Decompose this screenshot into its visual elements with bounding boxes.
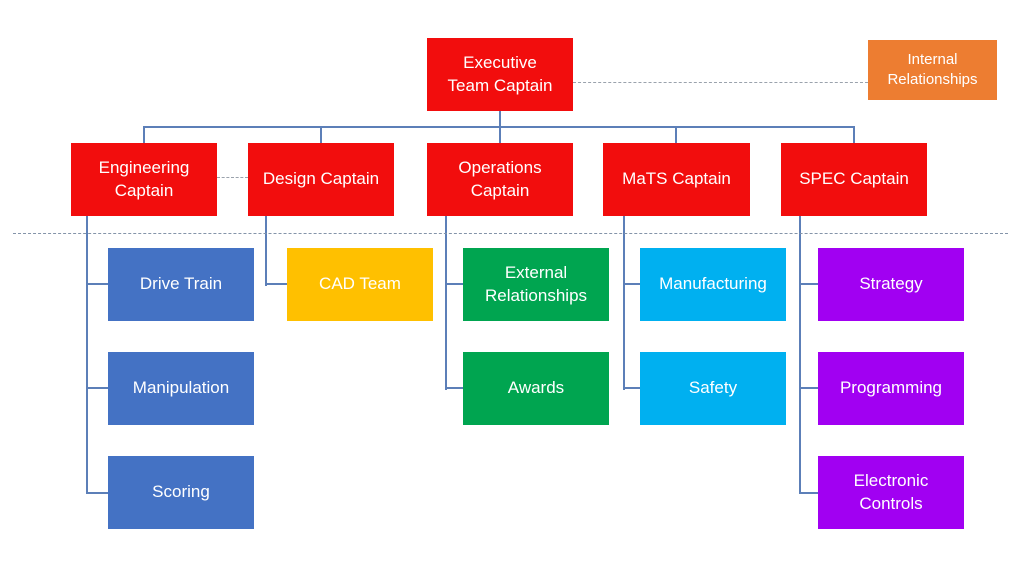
connector-root-drop: [499, 111, 501, 127]
node-manufacturing: Manufacturing: [640, 248, 786, 321]
dashed-divider-line: [13, 233, 1008, 234]
connector-drop-mats: [675, 126, 677, 143]
connector-stub-awards: [445, 387, 463, 389]
connector-drop-operations: [499, 126, 501, 143]
node-mats-captain: MaTS Captain: [603, 143, 750, 216]
connector-stub-electronic-controls: [799, 492, 818, 494]
connector-stub-scoring: [86, 492, 108, 494]
node-operations-captain: Operations Captain: [427, 143, 573, 216]
connector-drop-design: [320, 126, 322, 143]
node-manipulation: Manipulation: [108, 352, 254, 425]
node-cad-team: CAD Team: [287, 248, 433, 321]
connector-stub-external-relationships: [445, 283, 463, 285]
node-spec-captain: SPEC Captain: [781, 143, 927, 216]
connector-stub-strategy: [799, 283, 818, 285]
connector-stub-safety: [623, 387, 640, 389]
node-internal-relationships: Internal Relationships: [868, 40, 997, 100]
node-strategy: Strategy: [818, 248, 964, 321]
connector-hang-spec: [799, 216, 801, 494]
dashed-link-engineering-design: [217, 177, 248, 178]
connector-stub-drive-train: [86, 283, 108, 285]
connector-drop-engineering: [143, 126, 145, 143]
connector-drop-spec: [853, 126, 855, 143]
connector-hang-engineering: [86, 216, 88, 494]
node-executive-team-captain: Executive Team Captain: [427, 38, 573, 111]
node-awards: Awards: [463, 352, 609, 425]
connector-hang-design: [265, 216, 267, 286]
connector-stub-manufacturing: [623, 283, 640, 285]
node-scoring: Scoring: [108, 456, 254, 529]
node-programming: Programming: [818, 352, 964, 425]
node-drive-train: Drive Train: [108, 248, 254, 321]
connector-hang-operations: [445, 216, 447, 390]
connector-stub-cad-team: [265, 283, 287, 285]
node-external-relationships: External Relationships: [463, 248, 609, 321]
connector-stub-programming: [799, 387, 818, 389]
node-engineering-captain: Engineering Captain: [71, 143, 217, 216]
node-electronic-controls: Electronic Controls: [818, 456, 964, 529]
node-design-captain: Design Captain: [248, 143, 394, 216]
dotted-link-exec-internal: [573, 82, 868, 83]
connector-hang-mats: [623, 216, 625, 390]
connector-stub-manipulation: [86, 387, 108, 389]
node-safety: Safety: [640, 352, 786, 425]
